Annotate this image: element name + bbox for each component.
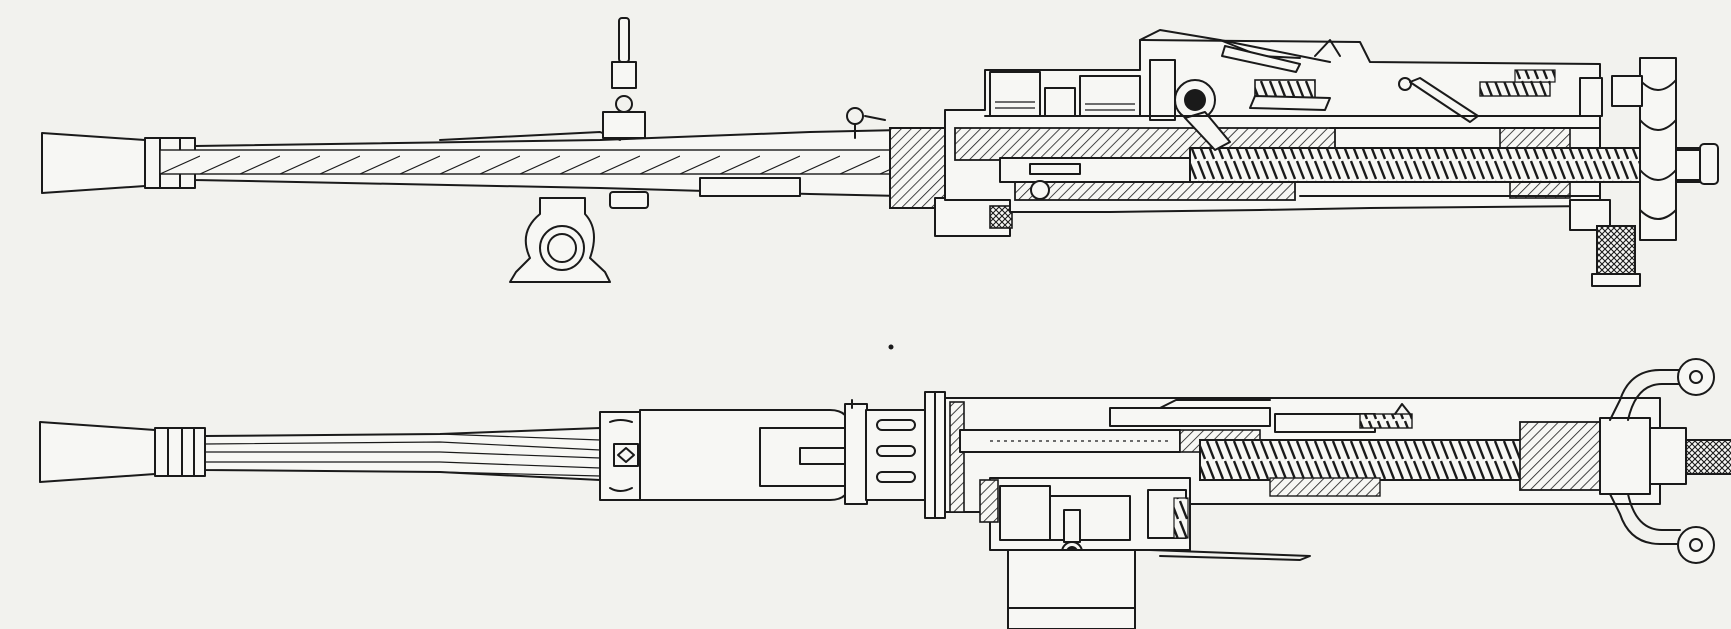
top-section-view [39,358,1731,629]
flash-hider-top [39,421,156,483]
spade-grip-upper [1609,358,1715,421]
recoil-spring [1189,147,1711,183]
rear-grip [1569,199,1641,287]
barrel-top [204,427,601,481]
barrel-rifling [159,149,901,175]
rear-charging-knob [1611,57,1677,241]
front-sight [602,17,646,139]
spade-grip-lower [1609,493,1715,564]
front-mount-ring [509,197,611,283]
feed-block [979,477,1311,629]
feed-cover [989,29,1603,151]
side-section-view [41,17,1719,287]
flash-hider [41,132,146,194]
barrel-extension [889,127,951,209]
